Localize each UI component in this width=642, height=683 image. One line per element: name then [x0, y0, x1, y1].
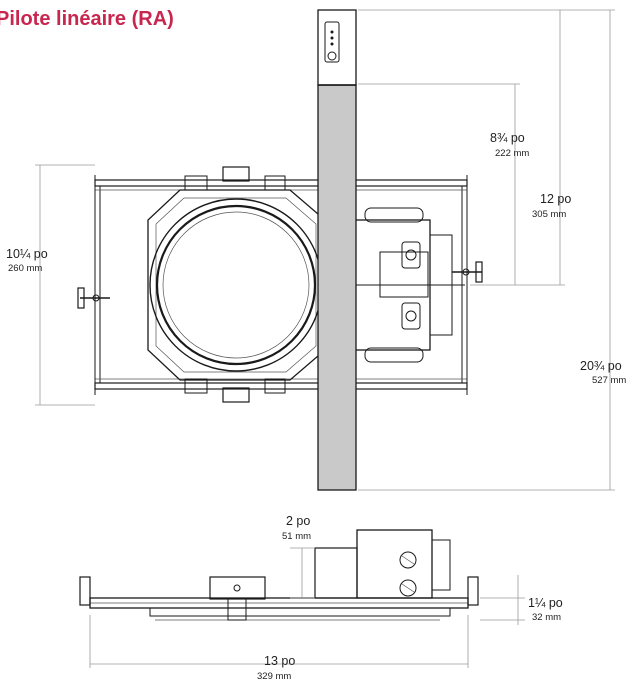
dimension-labels: 8¾ po 222 mm 12 po 305 mm 20¾ po 527 mm … — [6, 131, 626, 682]
dimension-lines — [35, 9, 615, 668]
dim-side-length-mm: 329 mm — [257, 671, 291, 682]
dim-width-frame-mm: 260 mm — [8, 263, 42, 274]
dim-height-total-mm: 527 mm — [592, 375, 626, 386]
dim-side-height-in: 2 po — [286, 514, 310, 528]
octagonal-plate — [147, 189, 326, 381]
diagram-title: Pilote linéaire (RA) — [0, 8, 174, 30]
dim-height-top-mm: 222 mm — [495, 148, 529, 159]
right-bracket — [452, 261, 483, 283]
dim-side-depth-in: 1¼ po — [528, 596, 563, 610]
dim-height-mid-mm: 305 mm — [532, 209, 566, 220]
dim-side-length-in: 13 po — [264, 654, 295, 668]
dim-height-mid-in: 12 po — [540, 192, 571, 206]
top-view — [77, 9, 483, 491]
mounting-frame — [77, 166, 483, 403]
aperture — [149, 198, 323, 372]
linear-channel — [317, 9, 357, 491]
dim-width-frame-in: 10¼ po — [6, 247, 48, 261]
dim-height-top-in: 8¾ po — [490, 131, 525, 145]
side-view — [79, 529, 479, 621]
dim-side-depth-mm: 32 mm — [532, 612, 561, 623]
dim-height-total-in: 20¾ po — [580, 359, 622, 373]
dim-side-height-mm: 51 mm — [282, 531, 311, 542]
driver-box — [341, 207, 465, 363]
left-bracket — [77, 287, 110, 309]
